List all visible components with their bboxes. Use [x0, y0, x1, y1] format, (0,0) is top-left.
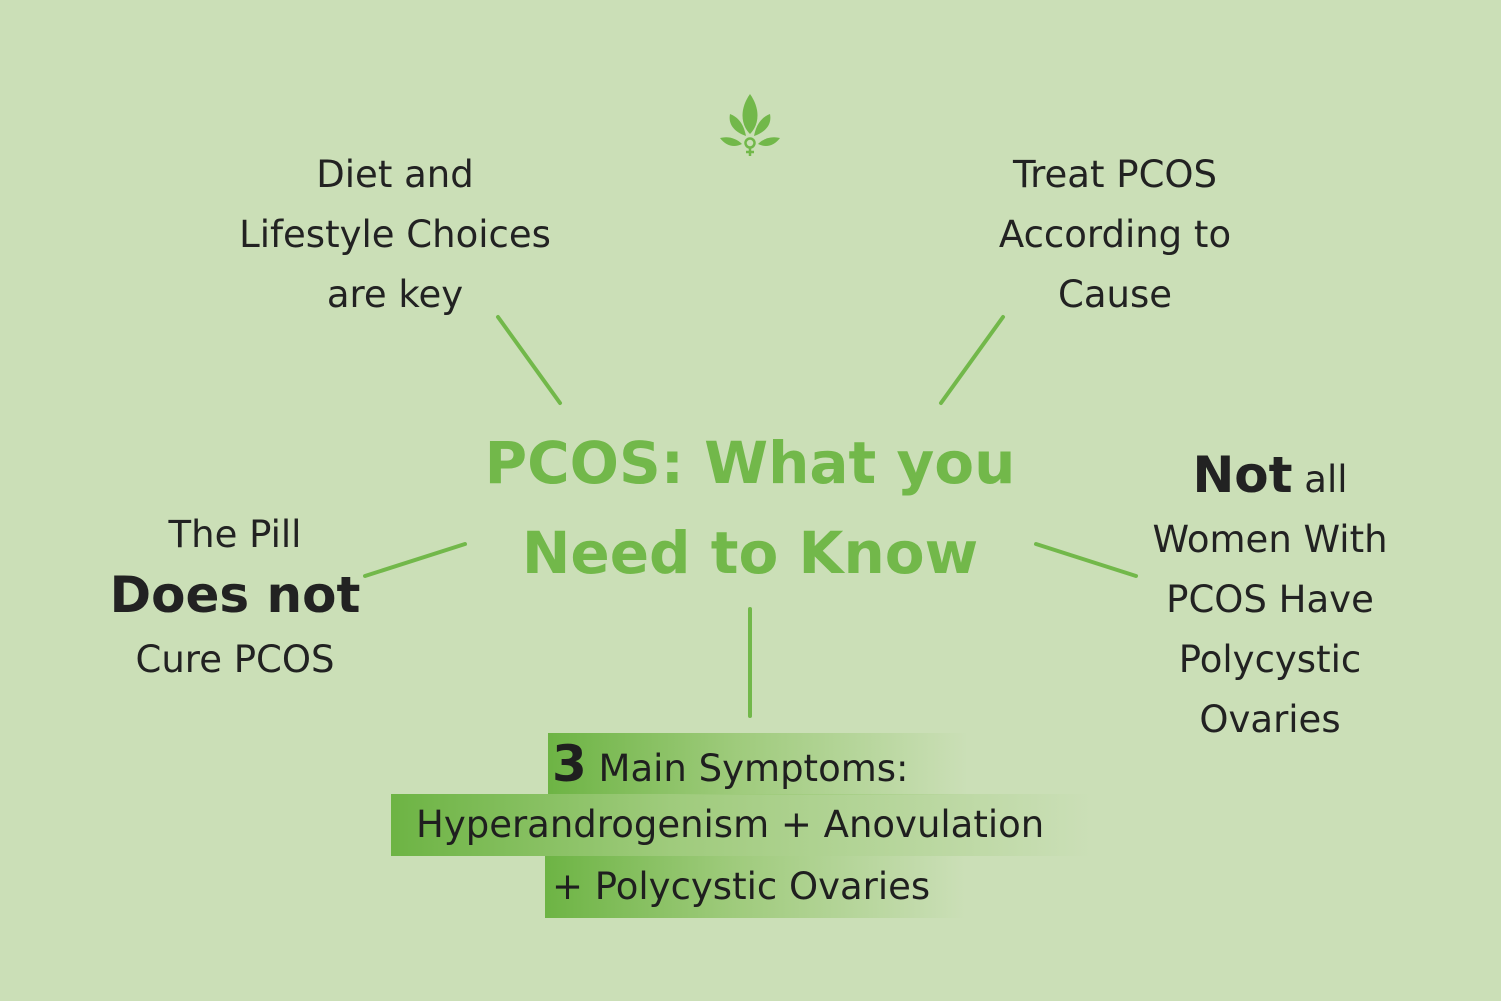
- node-pill-line-2: Does not: [90, 565, 380, 630]
- node-notall-line-5: Ovaries: [1199, 698, 1341, 741]
- connector-right: [1034, 542, 1138, 578]
- node-pill-line-1: The Pill: [168, 513, 302, 556]
- node-treat-pcos: Treat PCOS According to Cause: [915, 145, 1315, 325]
- title-line-2: Need to Know: [521, 519, 979, 587]
- node-treat-line-2: According to: [998, 213, 1232, 256]
- node-notall-emphasis: Not: [1192, 446, 1293, 504]
- node-treat-line-1: Treat PCOS: [1012, 153, 1218, 196]
- node-notall-line-2: Women With: [1152, 518, 1388, 561]
- title-line-1: PCOS: What you: [484, 429, 1016, 497]
- node-pill-line-3: Cure PCOS: [135, 638, 335, 681]
- node-notall-line-4: Polycystic: [1178, 638, 1362, 681]
- connector-left: [363, 542, 467, 578]
- node-the-pill: The Pill Does not Cure PCOS: [90, 505, 380, 690]
- node-diet-lifestyle: Diet and Lifestyle Choices are key: [195, 145, 595, 325]
- node-diet-line-3: are key: [326, 273, 464, 316]
- node-treat-line-3: Cause: [1058, 273, 1172, 316]
- lotus-female-symbol-icon: [720, 94, 780, 156]
- connector-top-right: [939, 315, 1005, 405]
- node-notall-line-3: PCOS Have: [1166, 578, 1374, 621]
- node-notall-line-1: Not all: [1110, 445, 1430, 510]
- node-diet-line-1: Diet and: [316, 153, 474, 196]
- node-notall-line-1-rest: all: [1292, 458, 1348, 501]
- diagram-title: PCOS: What you Need to Know: [450, 418, 1050, 598]
- node-not-all-women: Not all Women With PCOS Have Polycystic …: [1110, 445, 1430, 750]
- node-diet-line-2: Lifestyle Choices: [239, 213, 551, 256]
- connector-top-left: [496, 315, 562, 405]
- node-pill-emphasis: Does not: [109, 566, 361, 624]
